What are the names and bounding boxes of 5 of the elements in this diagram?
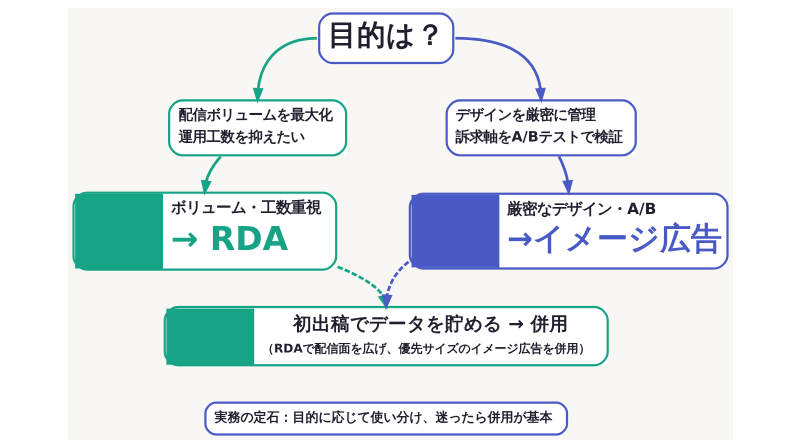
arrow <box>381 260 409 310</box>
arrow <box>200 156 222 196</box>
arrow <box>454 36 546 104</box>
arrow <box>252 36 317 104</box>
arrow <box>557 156 573 196</box>
